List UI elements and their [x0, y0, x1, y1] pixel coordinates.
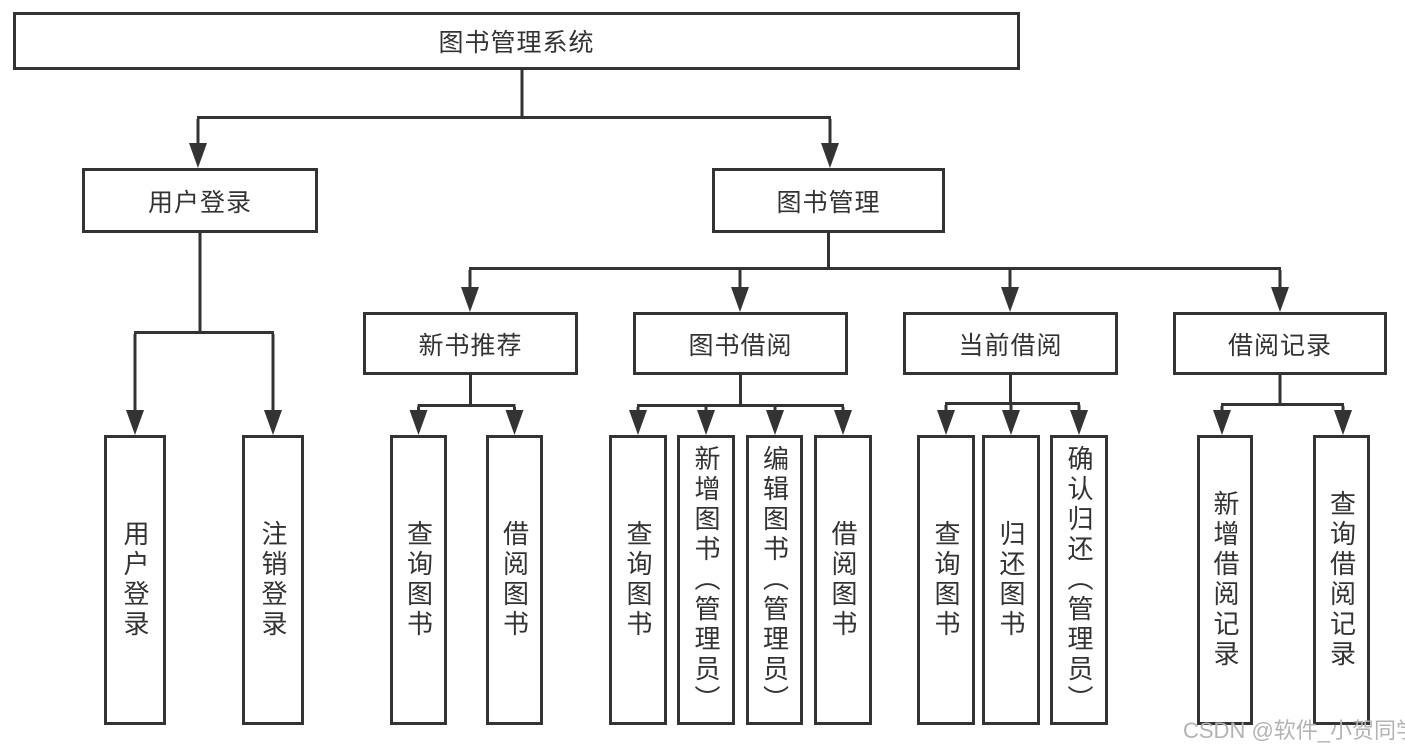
- arrow-icon: [1271, 287, 1289, 312]
- node-user-login: 用户登录: [82, 168, 318, 233]
- leaf-user-login-label: 用户登录: [120, 520, 150, 640]
- leaf-newbook-query-label: 查询图书: [403, 520, 434, 640]
- arrow-icon: [731, 287, 749, 312]
- leaf-borrow-edit: 编辑图书（管理员）: [746, 435, 803, 725]
- arrow-icon: [821, 143, 839, 168]
- leaf-records-query-label: 查询借阅记录: [1326, 490, 1357, 670]
- node-module-borrow-label: 图书借阅: [688, 331, 793, 360]
- node-module-records: 借阅记录: [1173, 312, 1387, 375]
- connector-new-book: [417, 375, 516, 412]
- leaf-records-query: 查询借阅记录: [1313, 435, 1370, 725]
- leaf-logout-label: 注销登录: [258, 520, 288, 640]
- arrow-icon: [461, 287, 479, 312]
- leaf-borrow-query-label: 查询图书: [623, 520, 653, 640]
- leaf-borrow-borrow-label: 借阅图书: [828, 520, 858, 640]
- arrow-icon: [189, 143, 207, 168]
- connector-current: [944, 375, 1081, 412]
- arrow-icon: [834, 410, 852, 435]
- arrow-icon: [766, 410, 784, 435]
- arrow-icon: [1213, 410, 1231, 435]
- leaf-borrow-add-label: 新增图书（管理员）: [691, 445, 721, 715]
- arrow-icon: [937, 410, 955, 435]
- arrow-icon: [697, 410, 715, 435]
- leaf-current-confirm: 确认归还（管理员）: [1050, 435, 1108, 725]
- leaf-newbook-borrow: 借阅图书: [486, 435, 543, 725]
- arrow-icon: [1070, 410, 1088, 435]
- arrowheads: [126, 143, 1352, 435]
- leaf-user-login: 用户登录: [104, 435, 166, 725]
- node-module-current: 当前借阅: [903, 312, 1118, 375]
- leaf-newbook-query: 查询图书: [390, 435, 447, 725]
- leaf-current-query: 查询图书: [917, 435, 975, 725]
- node-root-label: 图书管理系统: [438, 29, 595, 57]
- leaf-borrow-edit-label: 编辑图书（管理员）: [759, 445, 790, 715]
- arrow-icon: [505, 410, 524, 435]
- leaf-newbook-borrow-label: 借阅图书: [499, 520, 530, 640]
- leaf-records-add: 新增借阅记录: [1197, 435, 1253, 725]
- node-module-new-book: 新书推荐: [363, 312, 578, 375]
- leaf-current-query-label: 查询图书: [931, 520, 961, 640]
- connector-borrow: [636, 375, 845, 412]
- arrow-icon: [126, 410, 144, 435]
- connector-root: [196, 70, 832, 145]
- connector-book-management: [468, 233, 1282, 289]
- node-module-borrow: 图书借阅: [633, 312, 848, 375]
- leaf-current-return: 归还图书: [982, 435, 1040, 725]
- connector-user-login: [133, 233, 275, 412]
- leaf-borrow-query: 查询图书: [609, 435, 667, 725]
- node-root: 图书管理系统: [13, 12, 1020, 70]
- arrow-icon: [1001, 287, 1019, 312]
- node-user-login-label: 用户登录: [147, 188, 252, 217]
- csdn-watermark: CSDN @软件_小贺同学: [1183, 718, 1405, 743]
- connector-records: [1220, 375, 1345, 412]
- arrow-icon: [264, 410, 282, 435]
- leaf-borrow-borrow: 借阅图书: [814, 435, 872, 725]
- node-module-current-label: 当前借阅: [958, 331, 1063, 360]
- arrow-icon: [1002, 410, 1020, 435]
- arrow-icon: [629, 410, 647, 435]
- arrow-icon: [1334, 410, 1352, 435]
- leaf-current-confirm-label: 确认归还（管理员）: [1064, 445, 1094, 715]
- leaf-logout: 注销登录: [242, 435, 304, 725]
- leaf-records-add-label: 新增借阅记录: [1210, 490, 1240, 670]
- node-module-new-book-label: 新书推荐: [418, 331, 523, 360]
- node-book-management: 图书管理: [712, 168, 945, 233]
- node-module-records-label: 借阅记录: [1227, 331, 1332, 360]
- node-book-management-label: 图书管理: [776, 188, 881, 217]
- arrow-icon: [409, 410, 428, 435]
- leaf-borrow-add: 新增图书（管理员）: [677, 435, 735, 725]
- leaf-current-return-label: 归还图书: [996, 520, 1026, 640]
